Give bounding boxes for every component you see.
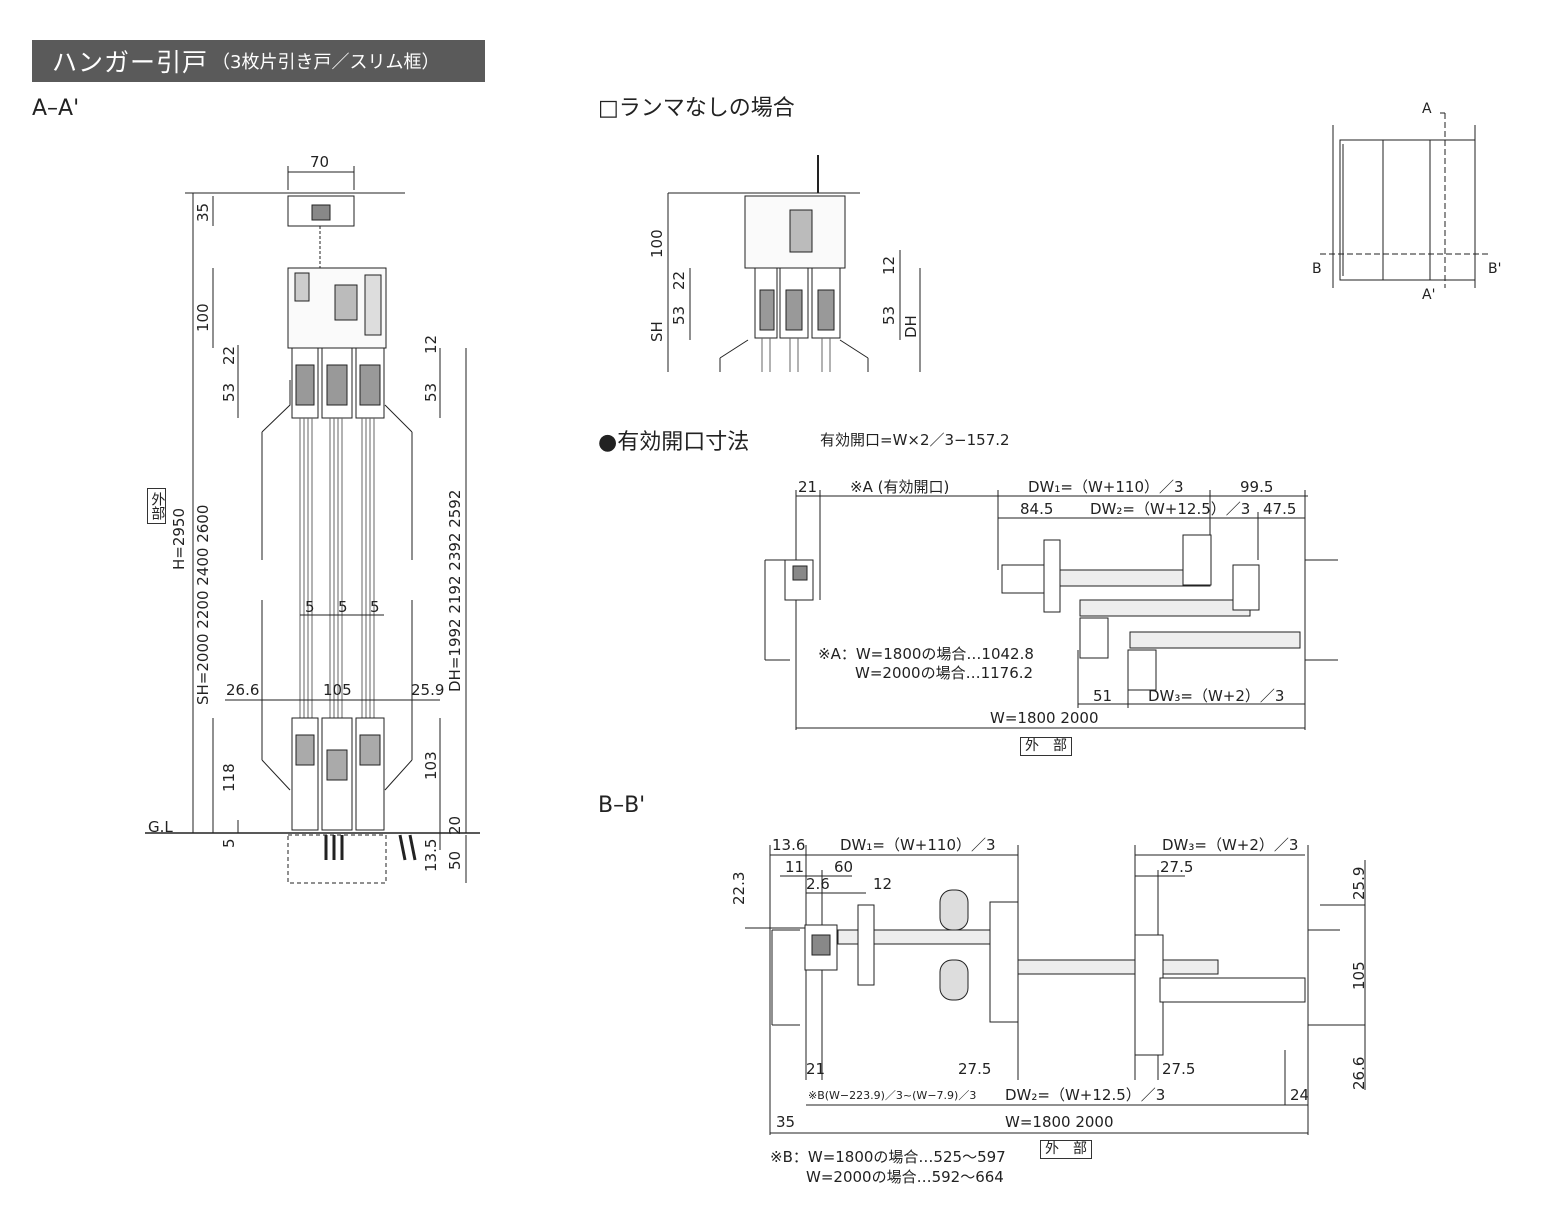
aa-gap-3: 5 [370,598,380,616]
aa-dim-13-5: 13.5 [422,838,440,872]
bb-dim-27-5-right: 27.5 [1162,1060,1196,1078]
aa-gap-1: 5 [305,598,315,616]
aa-dim-105: 105 [323,681,352,699]
op-dim-21: 21 [798,478,818,496]
key-a-prime: A' [1422,287,1436,303]
op-dim-99-5: 99.5 [1240,478,1274,496]
op-note-line1: ※A：W=1800の場合…1042.8 [818,645,1034,663]
nr-dim-22: 22 [670,270,688,290]
bb-dim-13-6: 13.6 [772,836,806,854]
bb-note-line1: ※B：W=1800の場合…525～597 [770,1148,1006,1166]
bb-note-line2: W=2000の場合…592～664 [806,1168,1004,1186]
op-dim-47-5: 47.5 [1263,500,1297,518]
op-dim-dw1: DW₁=（W+110）／3 [1028,478,1184,496]
section-aa-drawing [145,166,480,884]
bb-dim-2-6: 2.6 [806,875,830,893]
aa-dim-103: 103 [422,751,440,780]
aa-dim-35: 35 [194,202,212,222]
op-dim-dw2: DW₂=（W+12.5）／3 [1090,500,1251,518]
title-sub: （3枚片引き戸／スリム框） [212,52,440,73]
opening-formula: 有効開口=W×2／3−157.2 [820,431,1010,449]
bb-dim-22-3: 22.3 [730,871,748,905]
bb-dim-27-5-top: 27.5 [1160,858,1194,876]
aa-dim-5: 5 [220,838,238,848]
aa-dim-70: 70 [310,153,330,171]
title-bar: ハンガー引戸 （3枚片引き戸／スリム框） [32,40,485,82]
bb-dim-24: 24 [1290,1086,1310,1104]
op-dim-dw3: DW₃=（W+2）／3 [1148,687,1285,705]
aa-dim-118: 118 [220,763,238,792]
key-plan-drawing [1320,112,1490,288]
aa-dim-50: 50 [446,850,464,870]
aa-dim-53: 53 [220,382,238,402]
key-b: B [1312,261,1322,277]
bb-dim-dw2: DW₂=（W+12.5）／3 [1005,1086,1166,1104]
section-opening-heading: ●有効開口寸法 [598,430,750,455]
nr-dim-12: 12 [880,255,898,275]
aa-dim-h: H=2950 [170,507,188,570]
section-opening-drawing [764,490,1338,730]
bb-dim-26-6: 26.6 [1350,1056,1368,1090]
key-b-prime: B' [1488,261,1502,277]
section-bb-heading: B–B' [598,793,646,818]
nr-dim-53-right: 53 [880,305,898,325]
nr-dim-dh: DH [902,315,920,338]
aa-outside-box: 外部 [147,488,167,524]
op-note-a-label: ※A (有効開口) [850,478,950,496]
bb-note-b-label: ※B(W−223.9)／3~(W−7.9)／3 [808,1089,977,1102]
bb-outside-box: 外 部 [1040,1140,1092,1160]
key-a: A [1422,101,1432,117]
aa-gap-2: 5 [338,598,348,616]
aa-dim-20: 20 [446,815,464,835]
bb-dim-11: 11 [785,858,805,876]
nr-dim-100: 100 [648,229,666,258]
section-bb-drawing [745,845,1366,1135]
bb-dim-60: 60 [834,858,854,876]
op-dim-84-5: 84.5 [1020,500,1054,518]
bb-dim-25-9: 25.9 [1350,866,1368,900]
aa-dim-25-9: 25.9 [411,681,445,699]
bb-dim-35: 35 [776,1113,796,1131]
bb-dim-105: 105 [1350,961,1368,990]
aa-ground-level: G.L [148,818,173,836]
bb-dim-dw1: DW₁=（W+110）／3 [840,836,996,854]
bb-dim-21: 21 [806,1060,826,1078]
nr-dim-sh: SH [648,321,666,342]
op-note-line2: W=2000の場合…1176.2 [855,664,1034,682]
op-dim-51: 51 [1093,687,1113,705]
op-dim-w-total: W=1800 2000 [990,709,1099,727]
bb-dim-12: 12 [873,875,893,893]
op-outside-box: 外 部 [1020,737,1072,757]
bb-dim-dw3: DW₃=（W+2）／3 [1162,836,1299,854]
bb-dim-27-5-mid: 27.5 [958,1060,992,1078]
title-main: ハンガー引戸 [52,48,209,77]
section-aa-heading: A–A' [32,96,80,121]
aa-dim-sh: SH=2000 2200 2400 2600 [194,504,212,705]
aa-dim-100: 100 [194,303,212,332]
aa-dim-53-right: 53 [422,382,440,402]
aa-dim-22: 22 [220,345,238,365]
section-noranma-drawing [667,155,921,372]
nr-dim-53: 53 [670,305,688,325]
bb-dim-w-total: W=1800 2000 [1005,1113,1114,1131]
aa-dim-26-6: 26.6 [226,681,260,699]
aa-dim-12: 12 [422,334,440,354]
aa-dim-dh: DH=1992 2192 2392 2592 [446,489,464,692]
section-noranma-heading: □ランマなしの場合 [598,96,795,121]
